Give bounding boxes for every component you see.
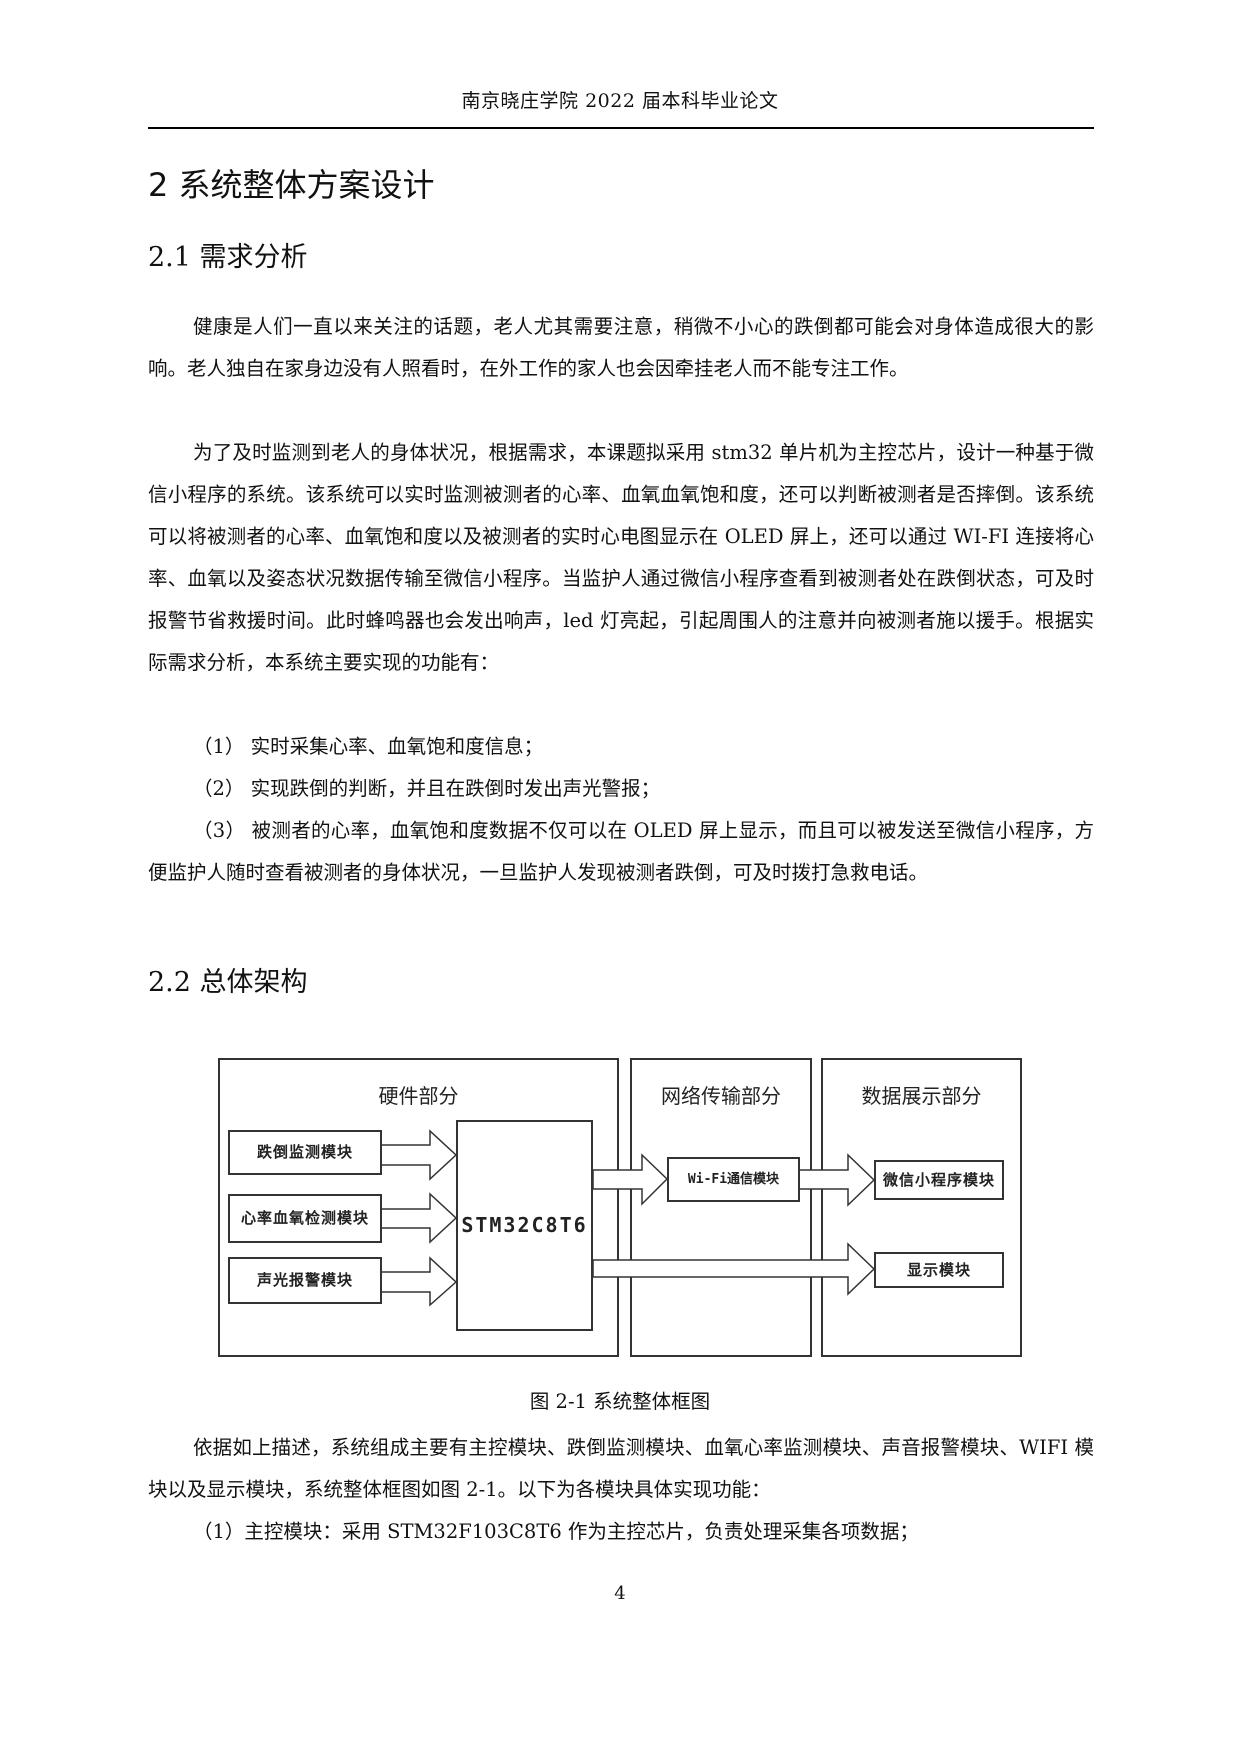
- chapter-title: 2 系统整体方案设计: [148, 166, 435, 204]
- section-2-1-title: 2.1 需求分析: [148, 242, 308, 273]
- arrow-alarm-to-mcu: [380, 1256, 458, 1307]
- section-2-2-title: 2.2 总体架构: [148, 967, 308, 998]
- heart-oxygen-module: 心率血氧检测模块: [228, 1194, 382, 1243]
- function-item-1: （1） 实时采集心率、血氧饱和度信息；: [193, 735, 544, 758]
- hardware-panel-title: 硬件部分: [378, 1084, 459, 1108]
- arrow-mcu-to-display: [592, 1242, 876, 1296]
- stm32-mcu-module: STM32C8T6: [456, 1120, 593, 1331]
- page-number: 4: [614, 1583, 626, 1604]
- arrow-wifi-to-wechat: [798, 1153, 876, 1207]
- network-panel-title: 网络传输部分: [661, 1084, 781, 1108]
- figure-caption: 图 2-1 系统整体框图: [529, 1390, 711, 1413]
- arrow-heart-to-mcu: [380, 1192, 458, 1244]
- display-module: 显示模块: [874, 1252, 1004, 1288]
- sound-light-alarm-module: 声光报警模块: [228, 1257, 382, 1304]
- paragraph-main-control: （1）主控模块：采用 STM32F103C8T6 作为主控芯片，负责处理采集各项…: [193, 1520, 919, 1543]
- display-panel: 数据展示部分: [821, 1058, 1022, 1357]
- paragraph-intro: 健康是人们一直以来关注的话题，老人尤其需要注意，稍微不小心的跌倒都可能会对身体造…: [148, 315, 1094, 380]
- paragraph-design: 为了及时监测到老人的身体状况，根据需求，本课题拟采用 stm32 单片机为主控芯…: [148, 441, 1094, 674]
- fall-detection-module: 跌倒监测模块: [228, 1130, 382, 1175]
- wifi-module: Wi-Fi通信模块: [667, 1157, 800, 1202]
- wechat-miniprogram-module: 微信小程序模块: [874, 1160, 1004, 1200]
- function-item-3: （3） 被测者的心率，血氧饱和度数据不仅可以在 OLED 屏上显示，而且可以被发…: [148, 819, 1094, 884]
- arrow-fall-to-mcu: [380, 1129, 458, 1181]
- function-item-2: （2） 实现跌倒的判断，并且在跌倒时发出声光警报；: [193, 777, 661, 800]
- paragraph-module-overview: 依据如上描述，系统组成主要有主控模块、跌倒监测模块、血氧心率监测模块、声音报警模…: [148, 1436, 1094, 1501]
- header-rule: [148, 127, 1094, 129]
- running-header: 南京晓庄学院 2022 届本科毕业论文: [461, 90, 779, 112]
- hardware-panel: 硬件部分: [218, 1058, 619, 1357]
- display-panel-title: 数据展示部分: [861, 1084, 982, 1108]
- network-panel: 网络传输部分: [630, 1058, 812, 1357]
- arrow-mcu-to-wifi: [592, 1153, 669, 1206]
